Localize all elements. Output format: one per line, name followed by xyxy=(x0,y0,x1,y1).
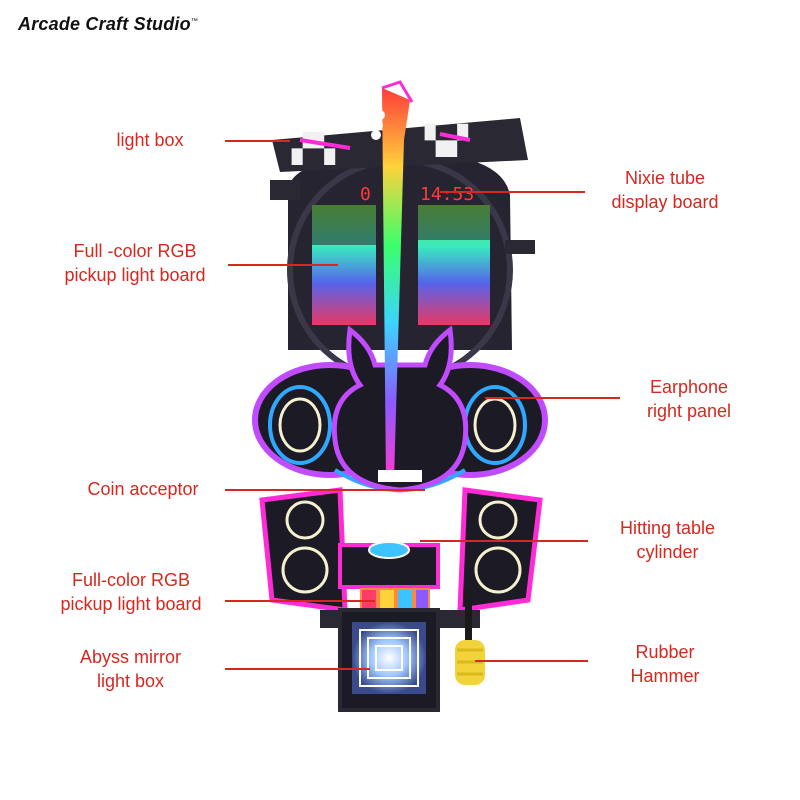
earphone-panel-label: Earphone right panel xyxy=(646,377,732,421)
hitting-table-leader xyxy=(420,540,588,542)
abyss-mirror-box xyxy=(338,608,440,712)
rgb-board-top-leader xyxy=(228,264,338,266)
coin-acceptor-leader xyxy=(225,489,425,491)
light-box-leader xyxy=(225,140,290,142)
rubber-hammer-leader xyxy=(475,660,588,662)
rgb-board-top-label: Full -color RGB pickup light board xyxy=(64,241,206,285)
nixie-tube-leader xyxy=(440,191,585,193)
nixie-tube-label: Nixie tube display board xyxy=(611,168,719,212)
marquee-glyph-left: ▞▚ xyxy=(291,131,336,165)
rubber-hammer xyxy=(455,590,485,685)
trademark-symbol: ™ xyxy=(190,18,199,25)
guitar xyxy=(331,80,469,493)
left-score-display: 0 xyxy=(360,184,371,205)
back-cabinet xyxy=(270,157,535,383)
hitting-table-label: Hitting table cylinder xyxy=(619,518,716,562)
abyss-mirror-label: Abyss mirror light box xyxy=(79,647,181,691)
coin-acceptor-label: Coin acceptor xyxy=(87,479,199,499)
rubber-hammer-label: Rubber Hammer xyxy=(630,642,700,686)
rgb-board-bottom-leader xyxy=(225,600,375,602)
abyss-mirror-leader xyxy=(225,668,370,670)
rgb-board-bottom-label: Full-color RGB pickup light board xyxy=(60,570,202,614)
brand-name: Arcade Craft Studio xyxy=(18,14,191,34)
nixie-tube-display: 14:53 xyxy=(420,184,474,205)
earphone-panel-leader xyxy=(485,397,620,399)
hitting-table xyxy=(338,541,440,610)
brand-logo: Arcade Craft Studio™ xyxy=(18,14,198,35)
light-box-label: light box xyxy=(116,130,184,150)
